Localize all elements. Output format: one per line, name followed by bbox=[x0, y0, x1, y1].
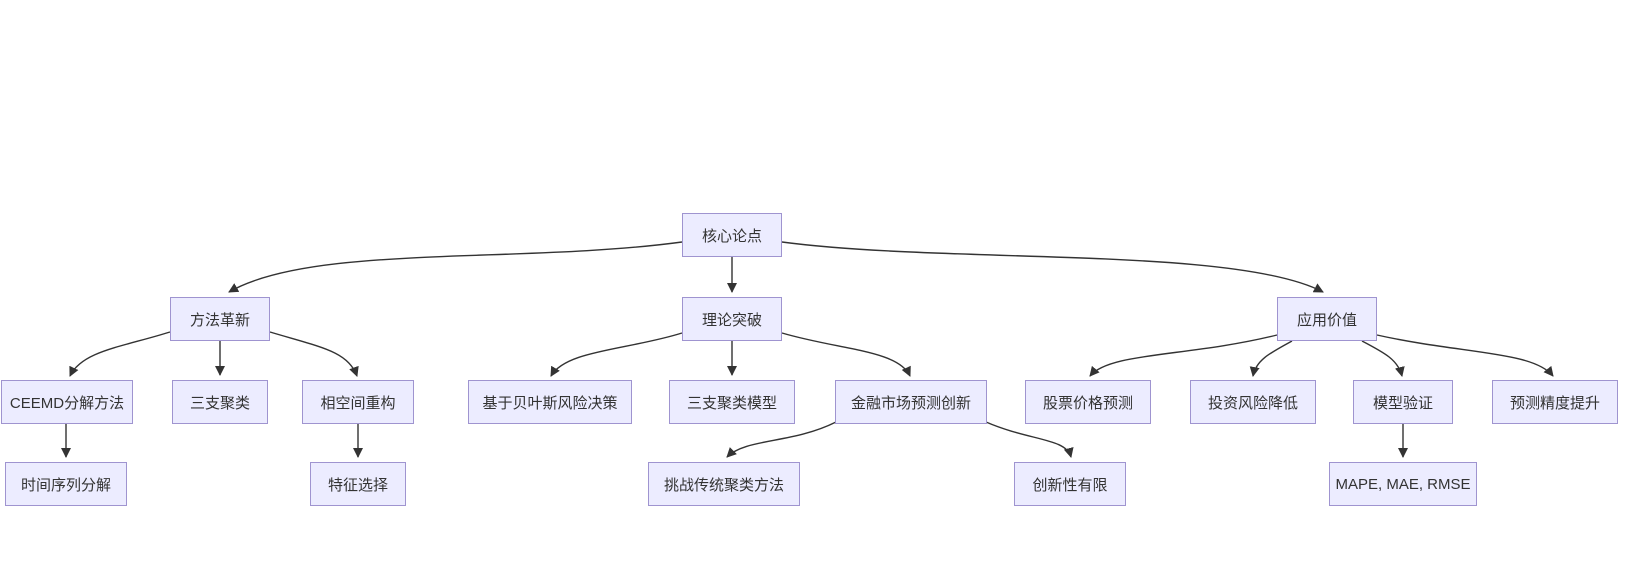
node-financial-market-forecast-innovation: 金融市场预测创新 bbox=[835, 380, 987, 424]
node-model-validation: 模型验证 bbox=[1353, 380, 1453, 424]
node-mape-mae-rmse: MAPE, MAE, RMSE bbox=[1329, 462, 1477, 506]
node-stock-price-prediction: 股票价格预测 bbox=[1025, 380, 1151, 424]
edge-method-to-phasespace bbox=[269, 331, 359, 377]
edge-financial-to-challenge bbox=[726, 421, 837, 458]
node-theory-breakthrough: 理论突破 bbox=[682, 297, 782, 341]
edge-application-to-investment bbox=[1249, 340, 1293, 377]
edge-application-to-accuracy bbox=[1376, 334, 1554, 377]
node-ceemd-decomposition: CEEMD分解方法 bbox=[1, 380, 133, 424]
node-feature-selection: 特征选择 bbox=[310, 462, 406, 506]
node-prediction-accuracy-improvement: 预测精度提升 bbox=[1492, 380, 1618, 424]
edge-core-to-application bbox=[781, 241, 1324, 293]
node-three-way-clustering: 三支聚类 bbox=[172, 380, 268, 424]
node-challenge-traditional-clustering: 挑战传统聚类方法 bbox=[648, 462, 800, 506]
node-three-way-clustering-model: 三支聚类模型 bbox=[669, 380, 795, 424]
edge-financial-to-novelty bbox=[985, 421, 1074, 458]
edge-theory-to-financial bbox=[781, 332, 911, 377]
edge-method-to-ceemd bbox=[69, 331, 171, 377]
node-time-series-decomposition: 时间序列分解 bbox=[5, 462, 127, 506]
edge-application-to-stock bbox=[1089, 334, 1278, 377]
node-limited-novelty: 创新性有限 bbox=[1014, 462, 1126, 506]
node-bayesian-risk-decision: 基于贝叶斯风险决策 bbox=[468, 380, 632, 424]
edge-theory-to-bayesian bbox=[550, 332, 683, 377]
node-application-value: 应用价值 bbox=[1277, 297, 1377, 341]
node-core-thesis: 核心论点 bbox=[682, 213, 782, 257]
node-phase-space-reconstruction: 相空间重构 bbox=[302, 380, 414, 424]
edge-application-to-validation bbox=[1361, 340, 1405, 377]
node-investment-risk-reduction: 投资风险降低 bbox=[1190, 380, 1316, 424]
edge-core-to-method bbox=[228, 241, 683, 293]
node-method-innovation: 方法革新 bbox=[170, 297, 270, 341]
